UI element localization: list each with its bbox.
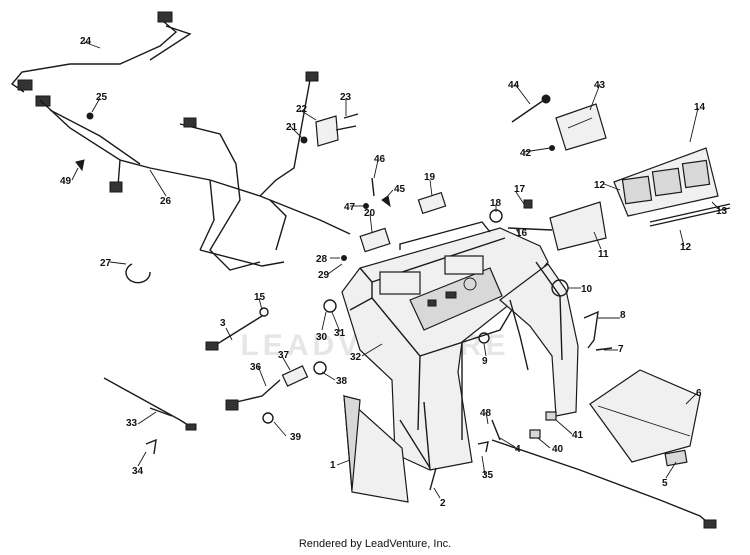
callout-1: 1 (330, 460, 336, 471)
callout-12-lower: 12 (680, 242, 692, 253)
callout-10: 10 (581, 284, 593, 295)
callout-3: 3 (220, 318, 226, 329)
callout-31: 31 (334, 328, 346, 339)
callout-4: 4 (515, 444, 521, 455)
callout-24: 24 (80, 36, 92, 47)
callout-32: 32 (350, 352, 362, 363)
temp-probe-44 (511, 94, 551, 123)
callout-20: 20 (364, 208, 376, 219)
instrument-cluster (613, 147, 731, 227)
callout-15: 15 (254, 292, 266, 303)
bracket-7 (595, 347, 613, 351)
callout-25: 25 (96, 92, 108, 103)
wire-16 (507, 227, 553, 231)
callout-46: 46 (374, 154, 386, 165)
callout-43: 43 (594, 80, 606, 91)
clamp-27 (125, 263, 151, 284)
footer-credit: Rendered by LeadVenture, Inc. (298, 538, 452, 550)
clip-35 (477, 441, 489, 453)
decal-5 (664, 449, 688, 467)
callout-42: 42 (520, 148, 532, 159)
cable-33 (103, 377, 197, 431)
callout-33: 33 (126, 418, 138, 429)
callout-38: 38 (336, 376, 348, 387)
callout-30: 30 (316, 332, 328, 343)
callout-11: 11 (598, 249, 609, 260)
callout-37: 37 (278, 350, 290, 361)
screw-28 (341, 255, 347, 261)
callout-7: 7 (618, 344, 624, 355)
callout-27: 27 (100, 258, 112, 269)
callout-41: 41 (572, 430, 584, 441)
callout-44: 44 (508, 80, 520, 91)
callout-23: 23 (340, 92, 352, 103)
callout-45: 45 (394, 184, 406, 195)
key-46 (371, 177, 375, 197)
switch-20 (359, 227, 391, 253)
callout-29: 29 (318, 270, 330, 281)
bolt-23 (343, 113, 359, 119)
lamp-assembly (225, 361, 327, 424)
callout-labels: 1 2 3 4 5 6 7 8 9 10 11 12 12 13 14 15 1… (60, 36, 728, 509)
callout-5: 5 (662, 478, 668, 489)
clip-34 (145, 438, 157, 455)
screw-25 (86, 112, 94, 120)
callout-9: 9 (482, 356, 488, 367)
bracket-11 (549, 201, 607, 251)
switch-45 (381, 195, 391, 208)
cable-3 (205, 307, 269, 351)
callout-34: 34 (132, 466, 144, 477)
plug-17 (523, 199, 533, 209)
callout-21: 21 (286, 122, 298, 133)
floor-mat-part (589, 369, 701, 463)
wiring-harness (10, 11, 351, 271)
gauge-43 (549, 103, 607, 151)
decal-41 (545, 411, 557, 421)
callout-35: 35 (482, 470, 494, 481)
relay-22 (300, 115, 357, 147)
switch-19 (417, 191, 447, 215)
decal-40 (529, 429, 541, 439)
callout-13: 13 (716, 206, 728, 217)
screw-2 (429, 467, 437, 491)
callout-14: 14 (694, 102, 706, 113)
dash-console (341, 221, 579, 471)
callout-39: 39 (290, 432, 302, 443)
grommet-9 (478, 332, 490, 344)
grommet-30 (323, 299, 337, 313)
callout-8: 8 (620, 310, 626, 321)
callout-49: 49 (60, 176, 72, 187)
clip-49 (75, 159, 85, 172)
wire-lead-4 (491, 419, 717, 529)
callout-6: 6 (696, 388, 702, 399)
callout-16: 16 (516, 228, 528, 239)
callout-19: 19 (424, 172, 436, 183)
callout-47: 47 (344, 202, 356, 213)
callout-36: 36 (250, 362, 262, 373)
callout-48: 48 (480, 408, 492, 419)
lever-8 (583, 310, 599, 349)
callout-28: 28 (316, 254, 328, 265)
callout-18: 18 (490, 198, 502, 209)
callout-22: 22 (296, 104, 308, 115)
callout-2: 2 (440, 498, 446, 509)
callout-17: 17 (514, 184, 526, 195)
callout-40: 40 (552, 444, 564, 455)
callout-12-upper: 12 (594, 180, 606, 191)
callout-26: 26 (160, 196, 172, 207)
leader-lines (71, 41, 721, 499)
